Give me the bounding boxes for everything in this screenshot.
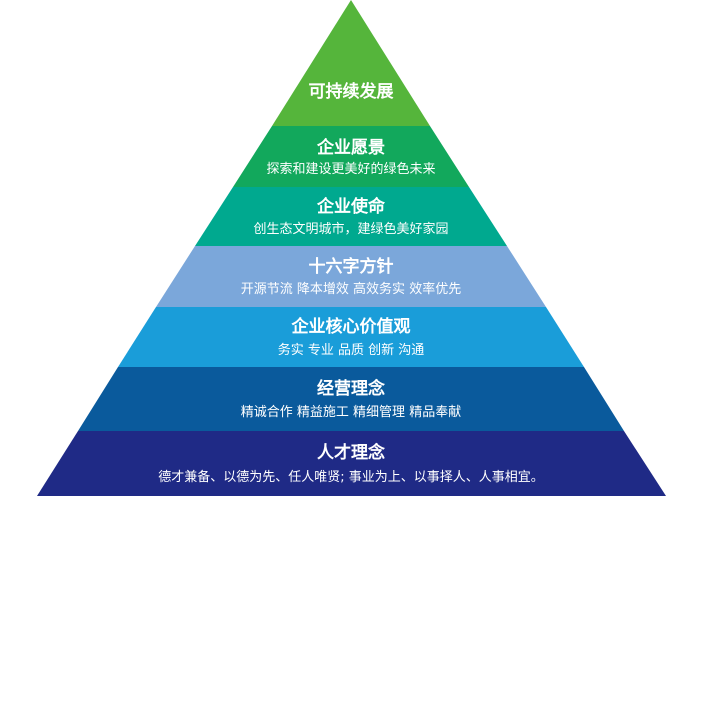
tier-corporate-vision: 企业愿景 探索和建设更美好的绿色未来 — [233, 126, 469, 187]
tier-sixteen-character-policy: 十六字方针 开源节流 降本增效 高效务实 效率优先 — [156, 246, 546, 307]
tier-description: 探索和建设更美好的绿色未来 — [266, 161, 435, 177]
tier-shape — [78, 367, 624, 431]
tier-description: 创生态文明城市，建绿色美好家园 — [253, 221, 448, 237]
tier-corporate-mission: 企业使命 创生态文明城市，建绿色美好家园 — [195, 187, 507, 246]
tier-shape — [233, 126, 469, 187]
tier-talent-philosophy: 人才理念 德才兼备、以德为先、任人唯贤; 事业为上、以事择人、人事相宜。 — [37, 431, 666, 496]
tier-shape — [118, 307, 584, 367]
tier-shape — [156, 246, 546, 307]
tier-core-values: 企业核心价值观 务实 专业 品质 创新 沟通 — [118, 307, 584, 367]
tier-description: 务实 专业 品质 创新 沟通 — [278, 342, 425, 358]
tier-shape — [37, 431, 666, 496]
tier-business-philosophy: 经营理念 精诚合作 精益施工 精细管理 精品奉献 — [78, 367, 624, 431]
tier-shape — [195, 187, 507, 246]
tier-title: 可持续发展 — [309, 81, 394, 102]
tier-title: 十六字方针 — [309, 256, 394, 277]
tier-title: 企业愿景 — [316, 137, 385, 158]
tier-title: 人才理念 — [317, 442, 385, 463]
tier-sustainable-development: 可持续发展 — [272, 0, 430, 126]
tier-description: 开源节流 降本增效 高效务实 效率优先 — [241, 281, 461, 297]
tier-title: 经营理念 — [317, 378, 385, 399]
tier-description: 德才兼备、以德为先、任人唯贤; 事业为上、以事择人、人事相宜。 — [158, 469, 544, 485]
tier-title: 企业使命 — [316, 196, 386, 217]
tier-title: 企业核心价值观 — [291, 316, 411, 337]
tier-shape — [272, 0, 430, 126]
tier-description: 精诚合作 精益施工 精细管理 精品奉献 — [241, 405, 461, 420]
